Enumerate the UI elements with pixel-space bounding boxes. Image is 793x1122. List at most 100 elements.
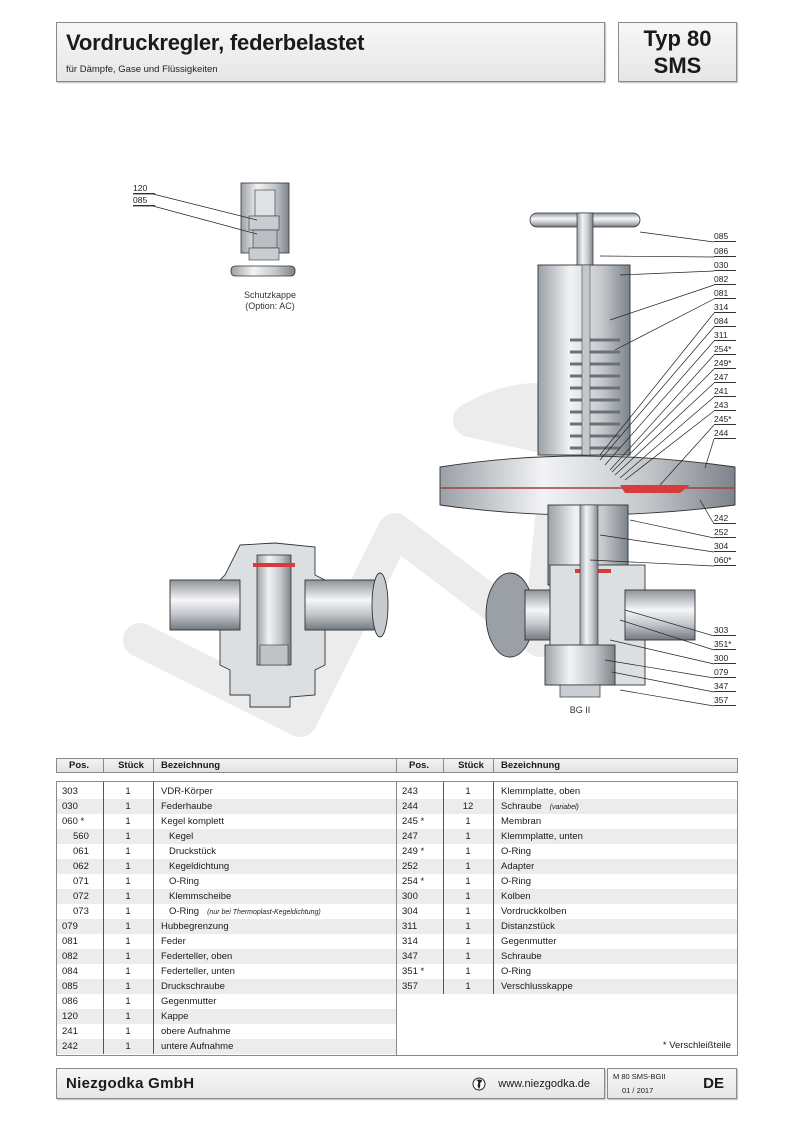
description-text: Klemmplatte, oben: [501, 786, 581, 797]
leader-line: [704, 438, 715, 469]
description-text: Kegel komplett: [161, 816, 224, 827]
leader-line: [609, 284, 715, 321]
cell-qty: 1: [465, 966, 471, 977]
header-desc: Bezeichnung: [161, 760, 221, 771]
leader-line: [611, 671, 715, 693]
cell-qty: 1: [465, 981, 471, 992]
cell-description: Schraube: [501, 949, 542, 964]
cell-qty: 1: [125, 861, 131, 872]
cell-description: Federteller, unten: [161, 964, 235, 979]
main-assembly-drawing: [439, 212, 736, 698]
cell-qty: 1: [125, 876, 131, 887]
description-text: Kegeldichtung: [169, 861, 230, 872]
type-variant: SMS: [653, 53, 702, 78]
header-desc: Bezeichnung: [501, 760, 561, 771]
cell-description: Kegel komplett: [161, 814, 224, 829]
cell-pos: 244: [402, 801, 418, 812]
cell-description: Druckschraube: [161, 979, 225, 994]
cap-caption: Schutzkappe (Option: AC): [220, 290, 320, 312]
description-text: Schraube: [501, 951, 542, 962]
cell-pos: 311: [402, 921, 418, 932]
description-text: Kappe: [161, 1011, 189, 1022]
description-text: Membran: [501, 816, 542, 827]
callout-label: 300: [714, 653, 736, 664]
cell-description: Gegenmutter: [161, 994, 216, 1009]
cell-description: O-Ring (nur bei Thermoplast-Kegeldichtung…: [161, 904, 321, 920]
footer-box: Niezgodka GmbH www.niezgodka.de: [56, 1068, 605, 1099]
document-date: 01 / 2017: [622, 1086, 654, 1095]
cell-qty: 1: [125, 846, 131, 857]
cell-description: O-Ring: [501, 964, 531, 979]
description-text: O-Ring: [169, 906, 200, 917]
cell-qty: 1: [465, 906, 471, 917]
language-code: DE: [703, 1075, 724, 1092]
description-text: Federhaube: [161, 801, 213, 812]
cell-pos: 304: [402, 906, 418, 917]
header-qty: Stück: [118, 760, 144, 771]
description-text: Gegenmutter: [161, 996, 217, 1007]
document-info-box: M 80 SMS-BGII 01 / 2017 DE: [607, 1068, 737, 1099]
description-note: (nur bei Thermoplast-Kegeldichtung): [207, 909, 321, 916]
website-link[interactable]: www.niezgodka.de: [498, 1078, 590, 1090]
callout-label: 245*: [714, 414, 736, 425]
leader-line: [619, 689, 715, 707]
description-text: Druckschraube: [161, 981, 225, 992]
callout-label: 311: [714, 330, 736, 341]
cell-qty: 12: [462, 801, 474, 812]
cell-description: Klemmplatte, unten: [501, 829, 583, 844]
callout-label: 060*: [714, 555, 736, 566]
callout-label: 252: [714, 527, 736, 538]
column-divider: [443, 782, 444, 994]
cell-description: Membran: [501, 814, 541, 829]
leader-line: [639, 231, 715, 243]
cell-qty: 1: [125, 1041, 131, 1052]
leader-line: [609, 354, 715, 471]
description-text: O-Ring: [169, 876, 200, 887]
table-header: Pos. Stück Bezeichnung: [56, 758, 397, 773]
cell-qty: 1: [465, 786, 471, 797]
cell-qty: 1: [465, 816, 471, 827]
cell-pos: 357: [402, 981, 418, 992]
cell-qty: 1: [465, 831, 471, 842]
description-text: O-Ring: [501, 966, 532, 977]
cell-pos: 241: [62, 1026, 78, 1037]
cell-pos: 247: [402, 831, 418, 842]
cell-description: untere Aufnahme: [161, 1039, 233, 1054]
callout-085: 085: [133, 195, 155, 206]
cell-description: Druckstück: [161, 844, 216, 859]
cell-pos: 084: [62, 966, 78, 977]
description-text: Klemmscheibe: [169, 891, 232, 902]
table-row: 247 1 Klemmplatte, unten: [397, 829, 737, 844]
callout-label: 084: [714, 316, 736, 327]
header-pos: Pos.: [409, 760, 430, 771]
cell-description: Gegenmutter: [501, 934, 556, 949]
cell-description: Kegeldichtung: [161, 859, 229, 874]
leader-line: [619, 396, 715, 479]
description-text: Kolben: [501, 891, 531, 902]
cell-description: VDR-Körper: [161, 784, 213, 799]
cell-qty: 1: [125, 981, 131, 992]
cell-description: Feder: [161, 934, 186, 949]
leader-line: [589, 559, 715, 567]
type-number: Typ 80: [643, 26, 712, 51]
title-box: Vordruckregler, federbelastet für Dämpfe…: [56, 22, 605, 82]
cell-description: O-Ring: [501, 844, 531, 859]
cell-description: Federteller, oben: [161, 949, 232, 964]
callout-label: 357: [714, 695, 736, 706]
cell-description: Kolben: [501, 889, 531, 904]
leader-line: [611, 368, 715, 473]
callout-label: 030: [714, 260, 736, 271]
description-text: VDR-Körper: [161, 786, 213, 797]
callout-label: 082: [714, 274, 736, 285]
